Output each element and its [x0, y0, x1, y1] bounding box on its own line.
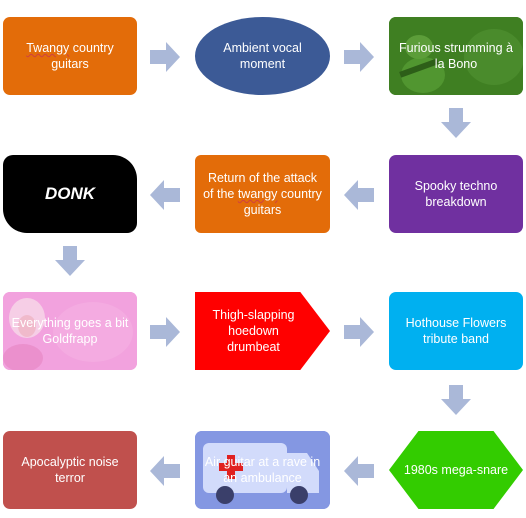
node-text-underlined: twangy — [237, 186, 278, 201]
node-everything-goes-goldfrapp: Everything goes a bit Goldfrapp — [3, 292, 137, 370]
arrow-down — [441, 108, 471, 138]
arrow-down — [441, 385, 471, 415]
node-text: country guitars — [243, 186, 322, 218]
singer-photo-icon — [3, 292, 137, 370]
node-text: 1980s mega-snare — [403, 462, 509, 477]
node-text: Thigh-slapping hoedown drumbeat — [212, 307, 295, 355]
node-return-of-the-attack: Return of the attack of the twangy count… — [195, 155, 330, 233]
node-spooky-techno-breakdown: Spooky techno breakdown — [389, 155, 523, 233]
node-text: DONK — [44, 183, 96, 203]
node-text: Everything goes a bit Goldfrapp — [11, 315, 129, 346]
node-furious-strumming: Furious strumming à la Bono — [389, 17, 523, 95]
arrow-left — [150, 180, 180, 210]
node-text: Furious strumming à la Bono — [399, 40, 513, 71]
arrow-left — [344, 180, 374, 210]
node-text: Spooky techno breakdown — [414, 178, 498, 209]
arrow-left — [344, 456, 374, 486]
node-text: Apocalyptic noise terror — [21, 454, 119, 485]
node-text: Hothouse Flowers tribute band — [405, 315, 507, 346]
arrow-right — [150, 317, 180, 347]
node-1980s-mega-snare: 1980s mega-snare — [389, 431, 523, 509]
node-hothouse-flowers: Hothouse Flowers tribute band — [389, 292, 523, 370]
arrow-right — [344, 317, 374, 347]
node-ambient-vocal-moment: Ambient vocal moment — [195, 17, 330, 95]
node-text: Air guitar at a rave in an ambulance — [204, 454, 321, 485]
guitarist-photo-icon — [389, 17, 523, 95]
node-apocalyptic-noise-terror: Apocalyptic noise terror — [3, 431, 137, 509]
arrow-down — [55, 246, 85, 276]
arrow-right — [150, 42, 180, 72]
node-text: Return of the attack of the — [203, 170, 318, 201]
arrow-right — [344, 42, 374, 72]
node-text: country guitars — [51, 40, 114, 71]
node-air-guitar-ambulance: Air guitar at a rave in an ambulance — [195, 431, 330, 509]
node-text: Ambient vocal moment — [223, 40, 302, 71]
node-text-underlined: Twangy — [26, 40, 70, 55]
ambulance-icon — [195, 431, 330, 509]
node-thigh-slapping-hoedown: Thigh-slapping hoedown drumbeat — [195, 292, 330, 370]
node-twangy-country-guitars: Twangy country guitars — [3, 17, 137, 95]
node-donk: DONK — [3, 155, 137, 233]
arrow-left — [150, 456, 180, 486]
